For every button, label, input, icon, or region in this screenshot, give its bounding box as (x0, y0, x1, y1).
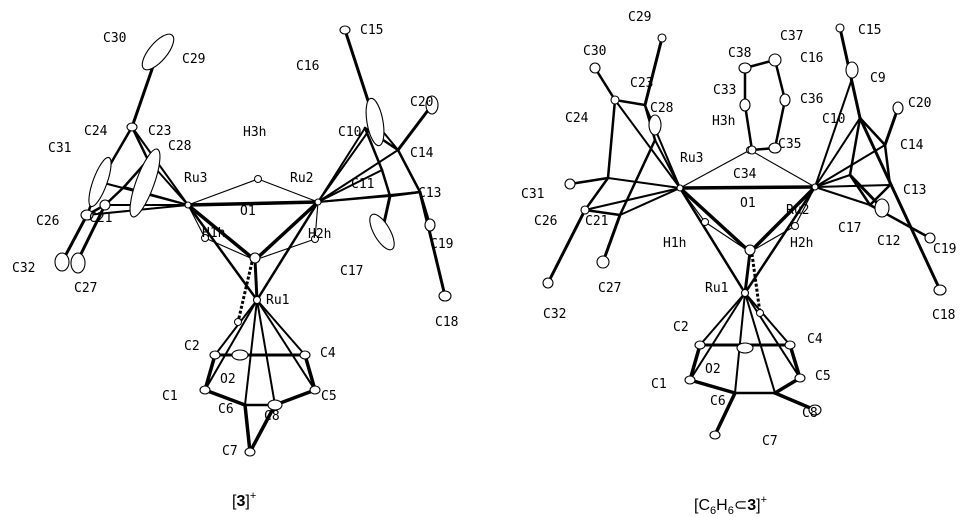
label-c34: C34 (733, 167, 757, 182)
label-c18: C18 (435, 315, 458, 330)
label-h2h: H2h (790, 236, 813, 251)
label-c6: C6 (710, 394, 726, 409)
label-c30: C30 (103, 31, 126, 46)
label-c14: C14 (410, 146, 434, 161)
label-ru1: Ru1 (266, 293, 289, 308)
label-c33: C33 (713, 83, 736, 98)
label-c12: C12 (877, 234, 900, 249)
label-c7: C7 (222, 444, 238, 459)
label-c10: C10 (822, 112, 845, 127)
label-c37: C37 (780, 29, 803, 44)
label-c24: C24 (84, 124, 108, 139)
label-c20: C20 (908, 96, 931, 111)
label-ru3: Ru3 (184, 171, 207, 186)
label-c28: C28 (650, 101, 673, 116)
label-c1: C1 (162, 389, 178, 404)
label-c38: C38 (728, 46, 751, 61)
structure-right: C29 C30 C38 C37 C15 C16 C23 C28 C24 C33 … (521, 10, 956, 517)
label-c8: C8 (264, 409, 280, 424)
label-c5: C5 (815, 369, 831, 384)
label-c17: C17 (838, 221, 861, 236)
label-c2: C2 (673, 320, 689, 335)
label-o1: O1 (240, 204, 256, 219)
label-c31: C31 (48, 141, 71, 156)
label-c18: C18 (932, 308, 955, 323)
label-c29: C29 (182, 52, 205, 67)
label-c26: C26 (534, 214, 557, 229)
label-c19: C19 (430, 237, 453, 252)
label-c32: C32 (543, 307, 566, 322)
label-h3h: H3h (243, 125, 266, 140)
label-o2: O2 (220, 372, 236, 387)
label-c6: C6 (218, 402, 234, 417)
label-c28: C28 (168, 139, 191, 154)
caption-left: [3]+ (232, 490, 256, 510)
label-c24: C24 (565, 111, 589, 126)
label-c19: C19 (933, 242, 956, 257)
label-c1: C1 (651, 377, 667, 392)
label-h2h: H2h (308, 227, 331, 242)
label-c9: C9 (870, 71, 886, 86)
label-c30: C30 (583, 44, 606, 59)
label-c4: C4 (807, 332, 823, 347)
caption-right: [C6H6⊂3]+ (694, 494, 767, 517)
label-o2: O2 (705, 362, 721, 377)
label-c17: C17 (340, 264, 363, 279)
label-ru2: Ru2 (786, 203, 809, 218)
label-c13: C13 (903, 183, 926, 198)
label-c21: C21 (585, 214, 608, 229)
label-c15: C15 (858, 23, 881, 38)
structure-left: C30 C29 C24 C23 C31 C28 H3h Ru3 Ru2 C10 … (12, 23, 458, 510)
label-c23: C23 (630, 76, 653, 91)
label-c8: C8 (802, 406, 818, 421)
label-c36: C36 (800, 92, 823, 107)
label-c10: C10 (338, 125, 361, 140)
label-ru2: Ru2 (290, 171, 313, 186)
label-c13: C13 (418, 186, 441, 201)
label-c31: C31 (521, 187, 544, 202)
label-c4: C4 (320, 346, 336, 361)
label-c27: C27 (74, 281, 97, 296)
label-c20: C20 (410, 95, 433, 110)
label-c7: C7 (762, 434, 778, 449)
label-c2: C2 (184, 339, 200, 354)
label-c16: C16 (296, 59, 319, 74)
label-c26: C26 (36, 214, 59, 229)
label-c11: C11 (351, 177, 374, 192)
label-ru1: Ru1 (705, 281, 728, 296)
label-c29: C29 (628, 10, 651, 25)
label-h1h: H1h (202, 226, 225, 241)
label-ru3: Ru3 (680, 151, 703, 166)
label-c35: C35 (778, 137, 801, 152)
label-c16: C16 (800, 51, 823, 66)
label-c32: C32 (12, 261, 35, 276)
label-c5: C5 (321, 389, 337, 404)
label-c21: C21 (89, 211, 112, 226)
label-c27: C27 (598, 281, 621, 296)
label-h1h: H1h (663, 236, 686, 251)
label-c14: C14 (900, 138, 924, 153)
label-c15: C15 (360, 23, 383, 38)
label-h3h: H3h (712, 114, 735, 129)
label-c23: C23 (148, 124, 171, 139)
label-o1: O1 (740, 196, 756, 211)
